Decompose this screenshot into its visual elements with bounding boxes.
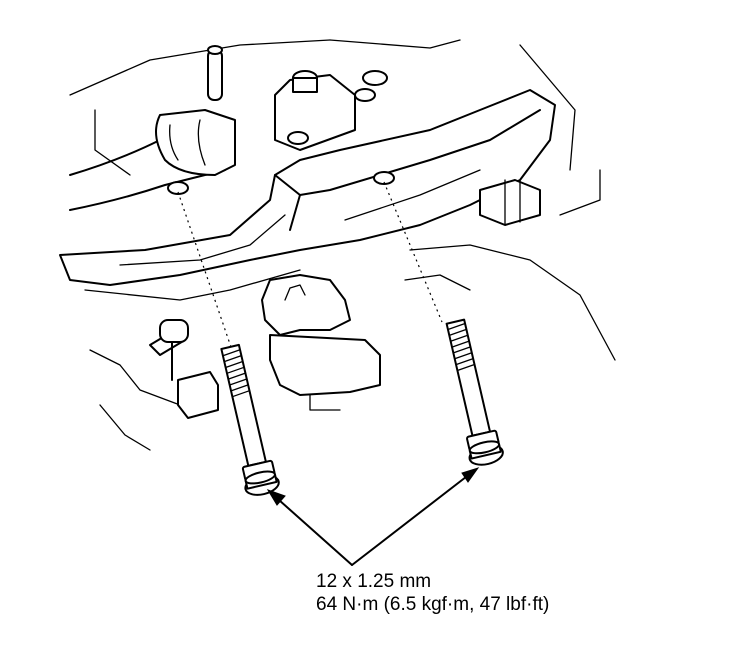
stabilizer-link <box>149 319 219 419</box>
flange-bolt-right-icon <box>445 318 504 466</box>
alignment-lines <box>177 181 443 351</box>
leader-arrows-icon <box>266 467 480 566</box>
bolt-size-label: 12 x 1.25 mm <box>316 571 432 592</box>
background-body-outline <box>69 39 616 451</box>
lower-bracket <box>261 274 381 411</box>
bolt-spec-callout: 12 x 1.25 mm 64 N·m (6.5 kgf·m, 47 lbf·f… <box>316 570 549 616</box>
stabilizer-bar <box>69 45 236 211</box>
flange-bolt-left-icon <box>220 343 280 496</box>
upper-mount-brackets <box>274 70 388 151</box>
torque-spec-label: 64 N·m (6.5 kgf·m, 47 lbf·ft) <box>316 594 550 615</box>
subframe-member <box>59 89 556 286</box>
